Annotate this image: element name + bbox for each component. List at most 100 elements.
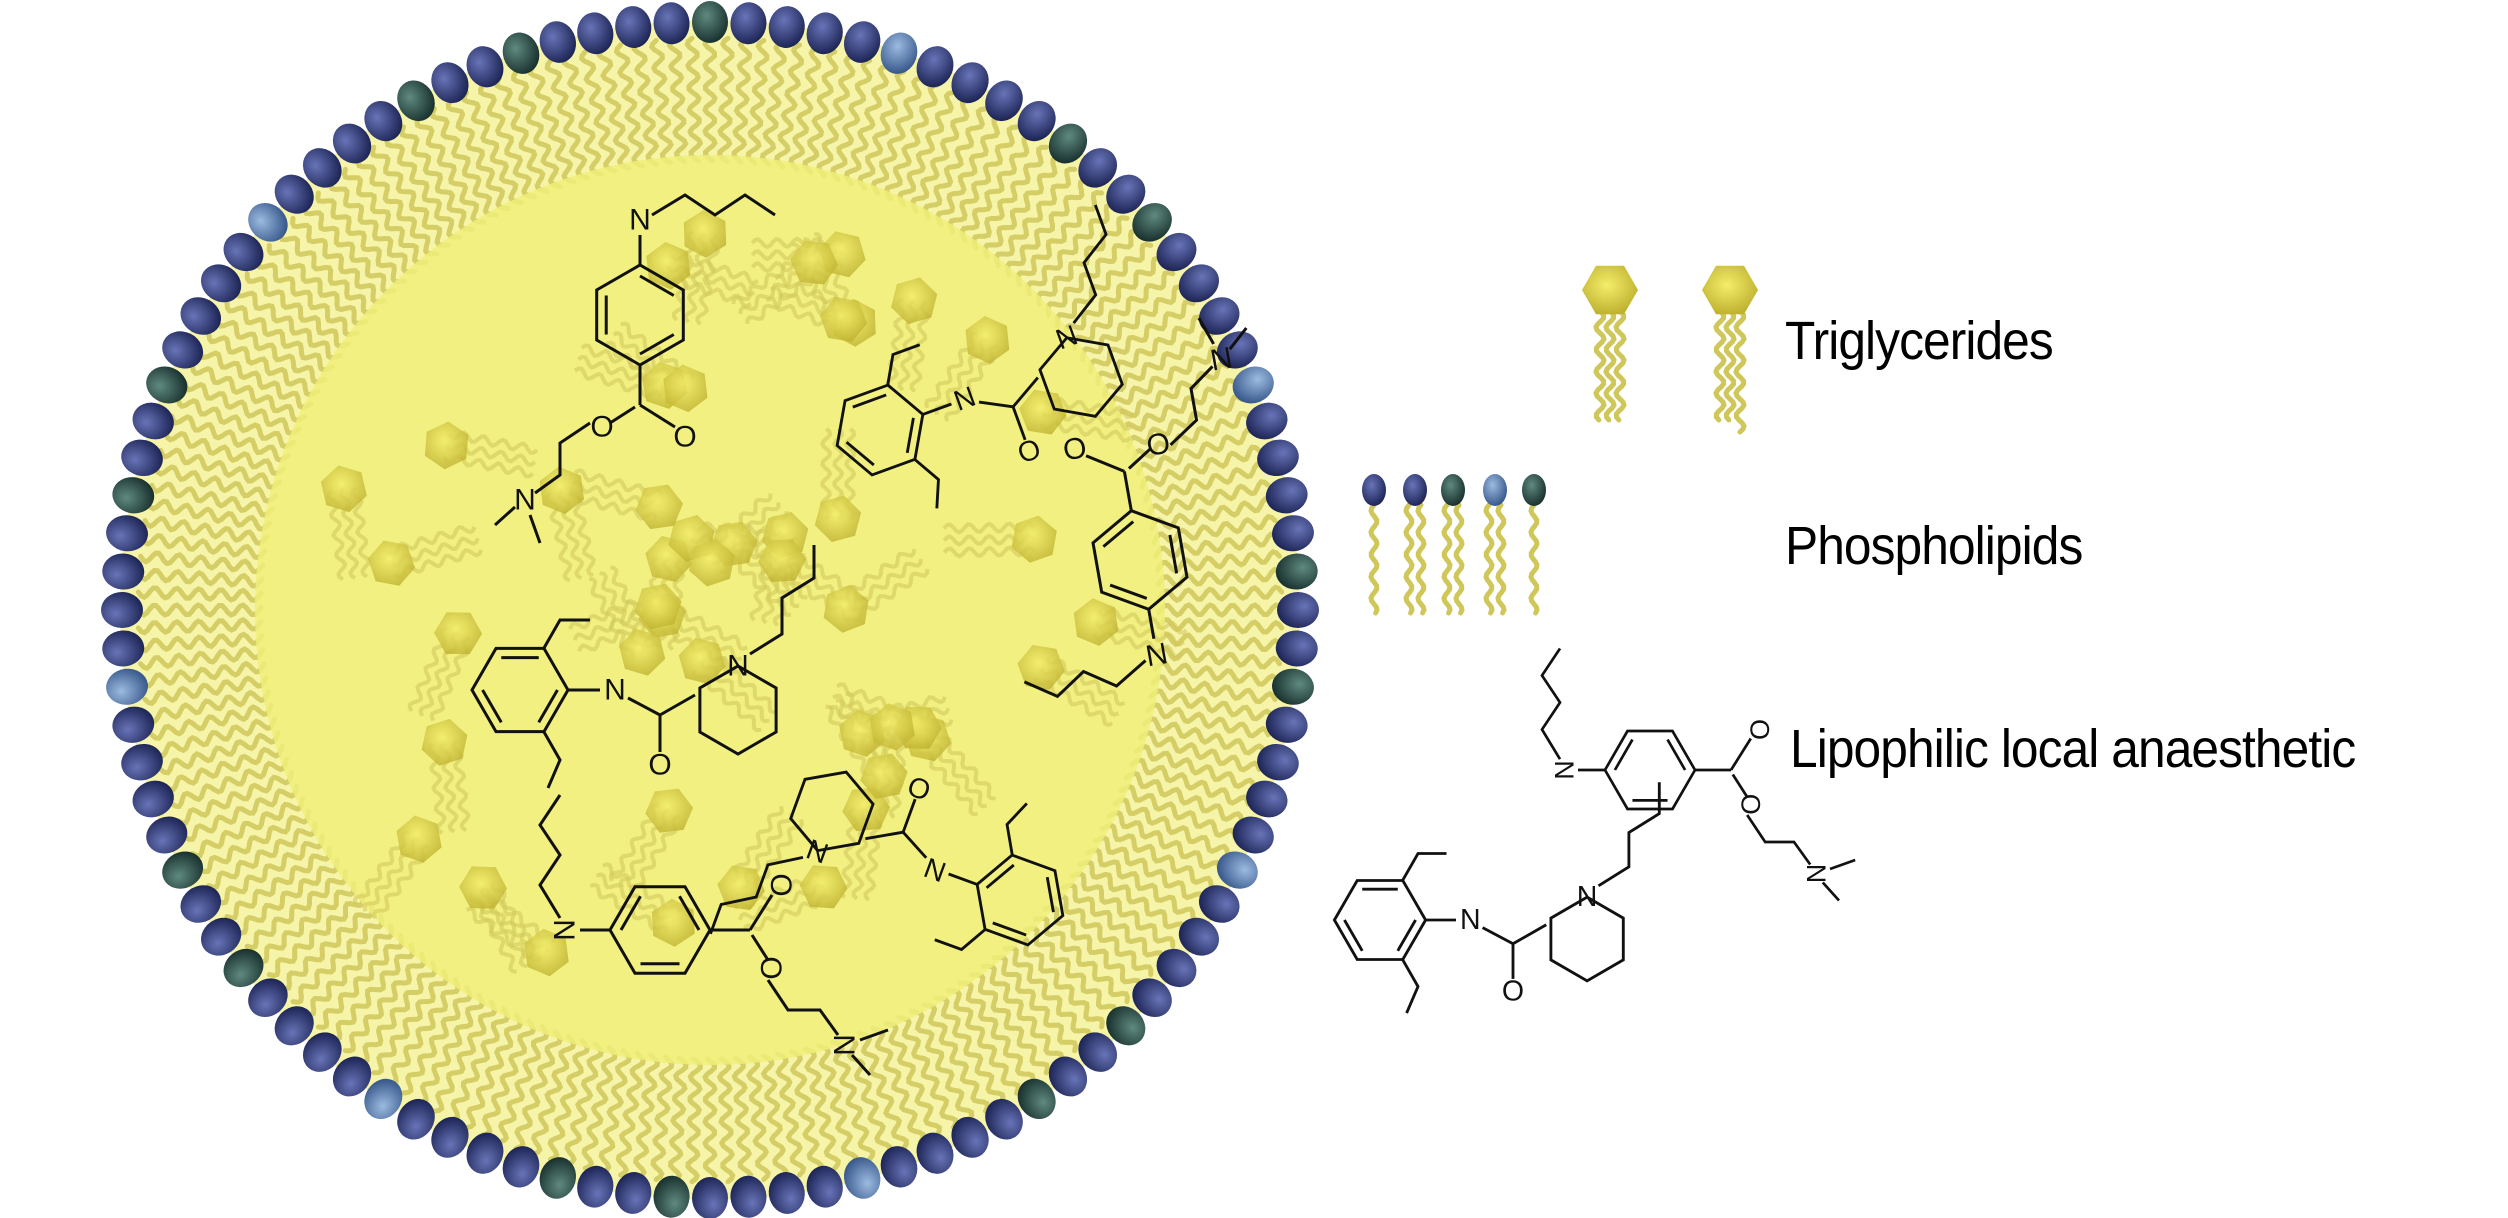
chain-bond [1005,802,1028,855]
phospholipid-tail [1106,809,1223,873]
phospholipid-head [1106,1006,1146,1046]
phospholipid-tail [909,97,973,214]
phospholipid-tail [870,75,924,196]
phospholipid-tail [883,82,940,202]
double-bond [481,689,503,724]
phospholipid-tail [234,286,343,361]
phospholipid-head [274,174,314,214]
phospholipid-head [1403,474,1427,506]
double-bond [1102,520,1135,548]
phospholipid-head [132,780,174,818]
phospholipid-head [1132,978,1172,1018]
triglyceride-tail [1043,396,1135,419]
phospholipid-head [692,1177,728,1218]
triglyceride-head [424,421,469,470]
legend-label-triglycerides: Triglycerides [1785,311,2054,371]
chain-bond [1072,204,1108,325]
chain-bond [639,403,676,429]
phospholipid-tail [802,49,839,175]
triglyceride-head [819,297,868,342]
phospholipid-tail [163,743,285,793]
atom-bg [1747,720,1772,740]
atom-label-nitrogen: N [629,204,651,237]
chain-bond [902,831,928,859]
atom-bg [1503,978,1524,1005]
phospholipid-tail [1139,444,1262,490]
phospholipid-head [1106,174,1146,214]
phospholipid-head [332,123,372,164]
chain-bond [1147,608,1156,640]
phospholipid-tail [1112,796,1231,856]
phospholipid-head [1362,474,1386,506]
double-bond [639,274,675,297]
triglyceride-head [1019,389,1067,435]
phospholipid-tail [969,972,1051,1076]
phospholipid-tail [788,45,822,172]
phospholipid-head [1246,780,1288,818]
phospholipid-tails [135,35,1285,1185]
phospholipid-tail [615,1050,646,1178]
phospholipid-tail [1120,378,1238,437]
legend-label-phospholipids: Phospholipids [1785,516,2083,576]
chain-bond [914,458,940,509]
phospholipid-tail [982,155,1064,260]
phospholipid-tail [717,35,735,164]
atom-bg [551,919,579,941]
ring-bond [1603,729,1697,811]
phospholipid-tail [760,1053,789,1180]
phospholipid-head [466,46,504,88]
phospholipid-tail [1528,502,1540,616]
phospholipid-tail [746,1054,771,1182]
phospholipid-head [880,32,918,74]
triglyceride-tail [387,525,477,556]
phospholipid-head [112,477,155,514]
phospholipid-head [502,32,540,74]
double-bond [1168,534,1179,574]
phospholipid-tail [921,1002,990,1114]
phospholipid-head [1078,1032,1118,1072]
phospholipid-head [364,100,403,142]
phospholipid-tail [464,1012,524,1131]
triglyceride-head [663,364,708,413]
ring-bond [1332,879,1428,961]
ring-bond [835,383,925,477]
atom-label-nitrogen: N [829,1034,862,1056]
triglyceride-head [1011,515,1057,563]
phospholipid-tail [447,1006,511,1123]
phospholipid-tail [355,155,440,257]
phospholipid-tail [175,396,296,450]
phospholipid-tail [149,702,274,741]
phospholipid-head [121,743,163,781]
chain-bond [659,693,696,717]
phospholipid-head [1272,515,1314,552]
atom-label-nitrogen: N [1577,881,1598,913]
chain-bond [1011,406,1027,441]
triglyceride-tail [629,814,680,895]
phospholipid-tail [957,980,1036,1086]
phospholipid-tail [1054,241,1154,329]
phospholipid-head [302,1032,342,1072]
atom-label-oxygen: O [766,873,799,896]
phospholipid-tail [1152,659,1280,687]
phospholipid-head [1198,885,1240,923]
atom-label-nitrogen: N [1802,864,1832,884]
chain-bond [922,402,952,416]
phospholipid-tail [1077,859,1186,934]
double-bond [1343,919,1364,952]
phospholipid-tail [816,1043,859,1167]
phospholipid-tail [1099,822,1214,889]
atom-bg [649,751,671,779]
double-bond [1666,738,1687,771]
phospholipid-head [180,885,222,923]
phospholipid-head [1441,474,1465,506]
chain-bond [651,193,776,217]
phospholipid-head [843,21,881,63]
legend-triglyceride-icon [1582,265,1638,423]
chain-bond [1085,454,1125,473]
phospholipid-tail [136,631,265,654]
phospholipid-tail [461,89,524,206]
triglyceride-tail [695,234,721,326]
ring-bond [470,646,570,734]
chain-bond [1228,327,1248,351]
phospholipid-head [1198,297,1240,335]
